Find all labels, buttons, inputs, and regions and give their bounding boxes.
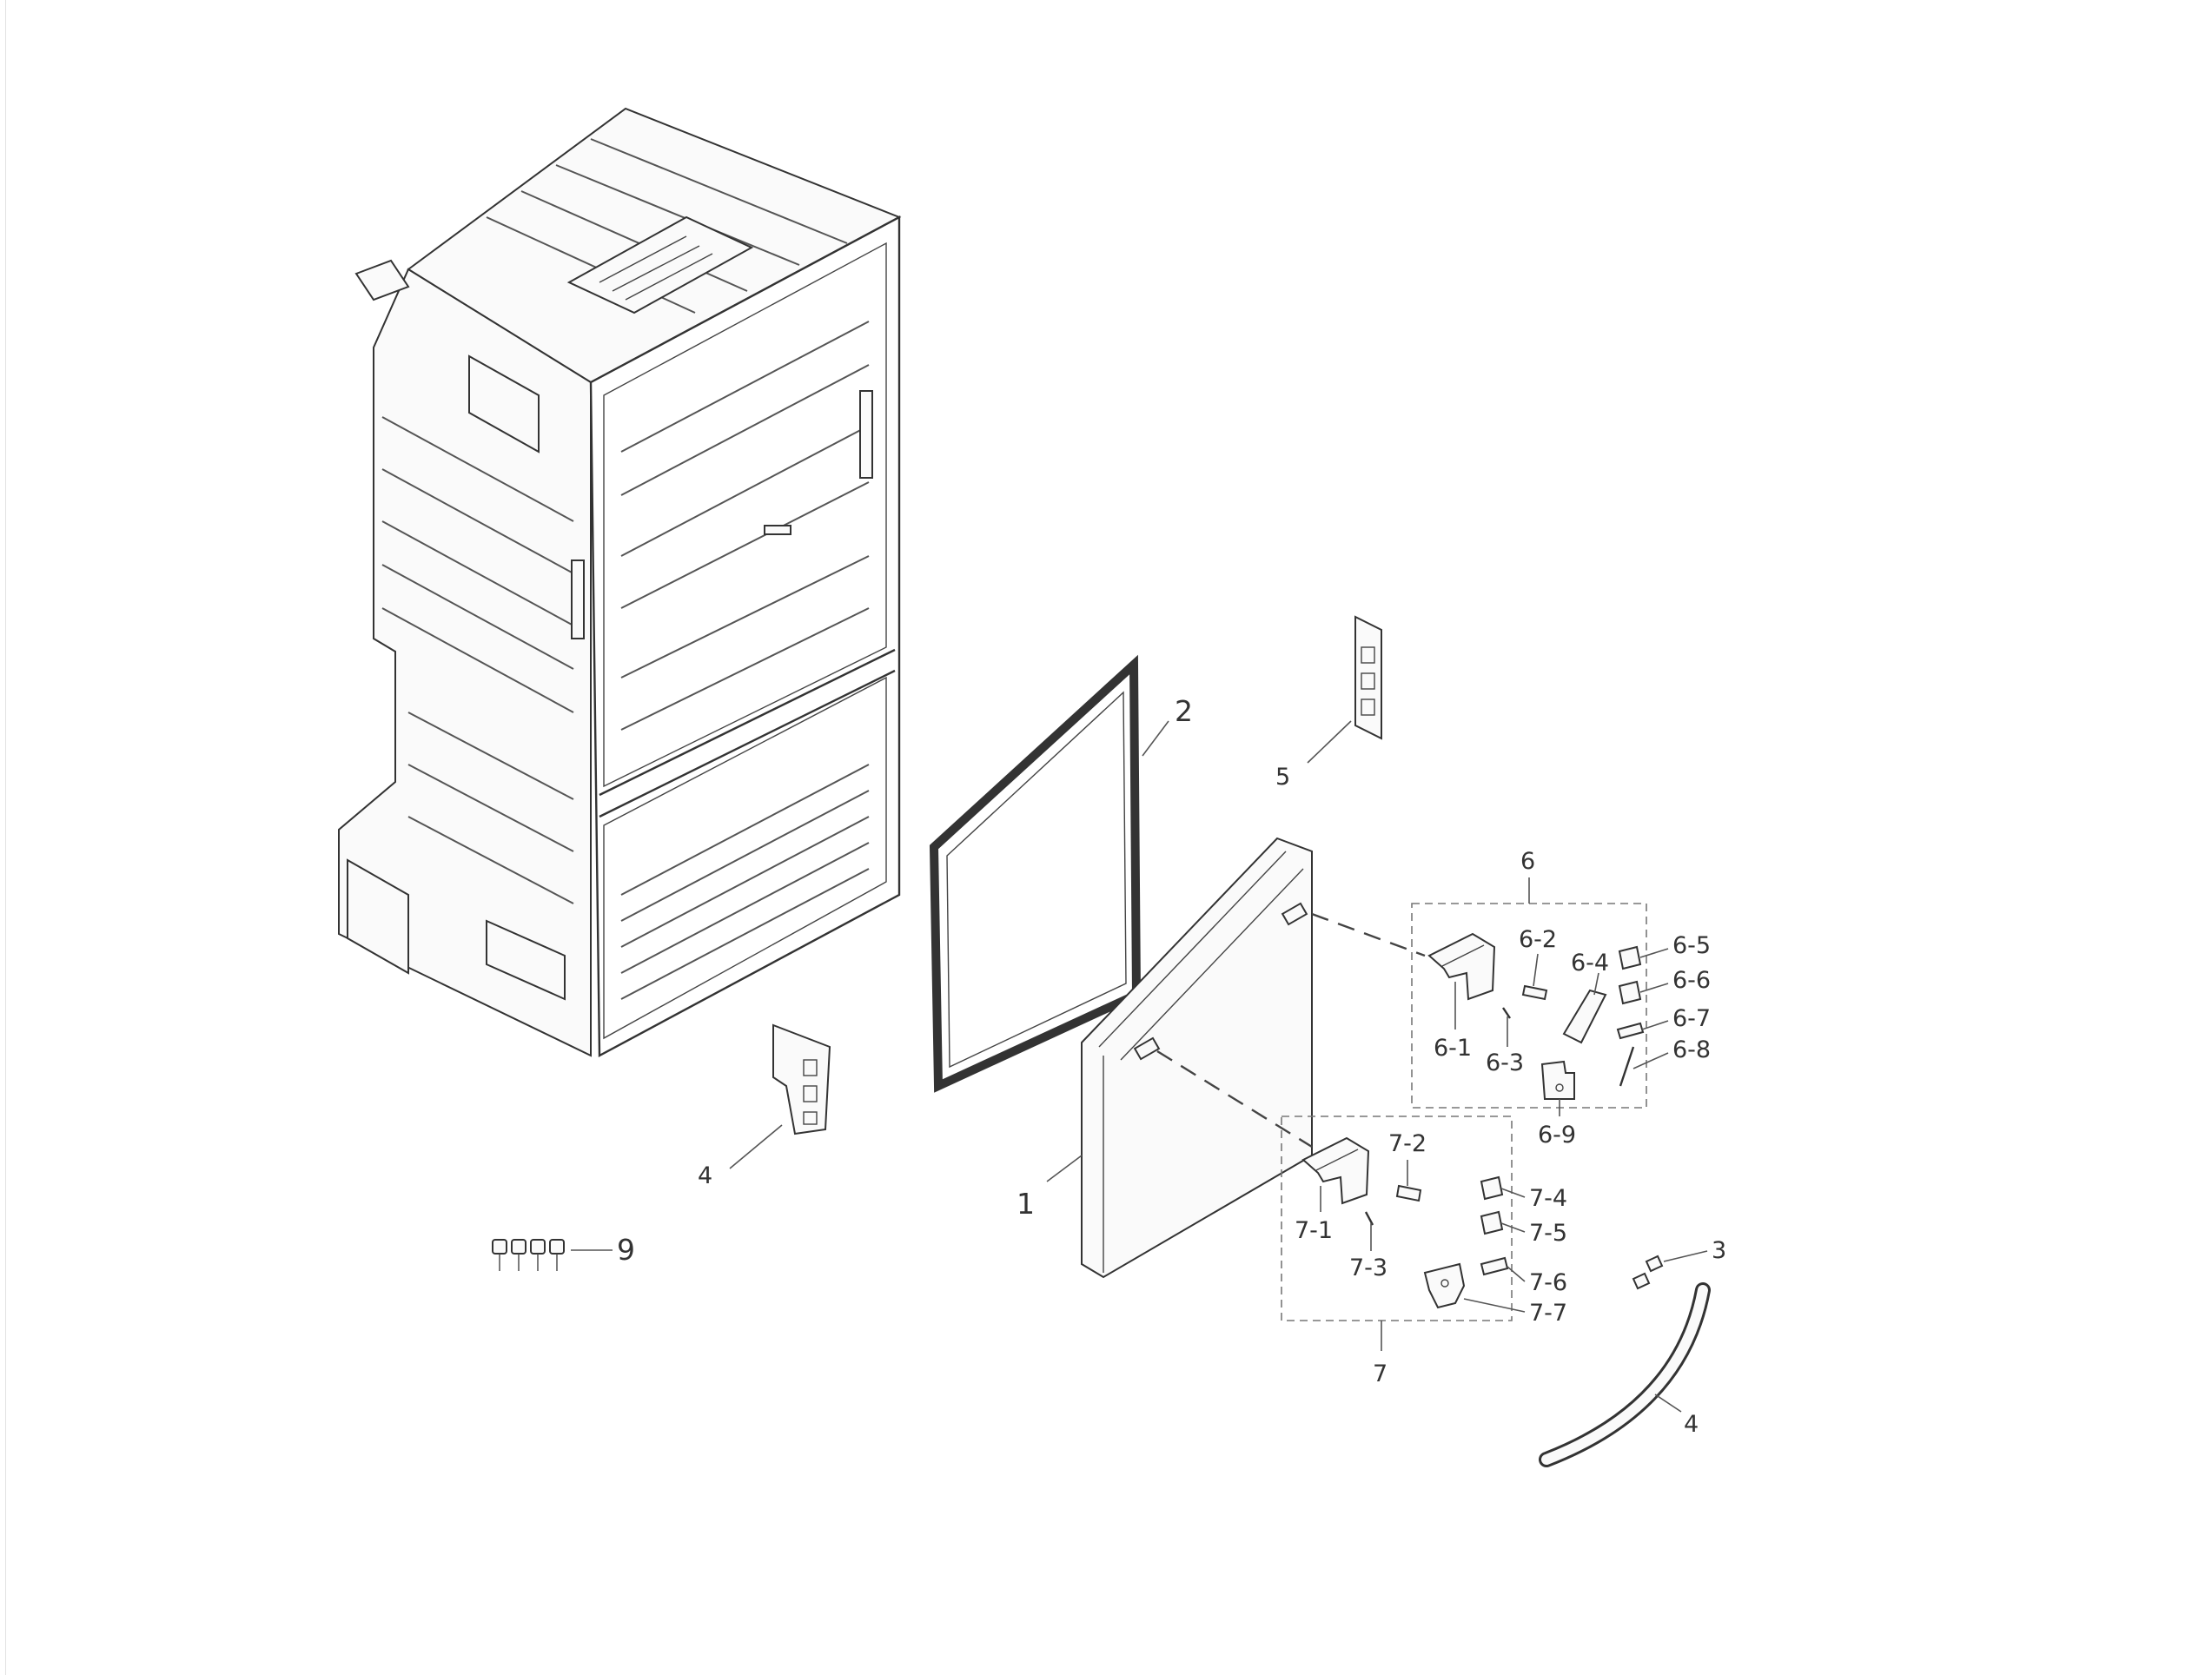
leader-line-7-7 <box>1463 1298 1526 1313</box>
refrigerator-cabinet <box>338 107 902 1057</box>
projection-line-to-6 <box>1311 912 1426 957</box>
callout-7-4: 7-4 <box>1529 1185 1567 1212</box>
callout-7: 7 <box>1373 1361 1387 1387</box>
callout-6-9: 6-9 <box>1538 1122 1576 1149</box>
callout-7-1: 7-1 <box>1295 1217 1333 1244</box>
leader-line-6-6 <box>1639 983 1669 993</box>
leader-line-3 <box>1663 1250 1708 1262</box>
callout-6-6: 6-6 <box>1672 967 1711 994</box>
leader-line-4-handle <box>1654 1394 1682 1413</box>
callout-1: 1 <box>1017 1187 1035 1221</box>
callout-5: 5 <box>1275 764 1290 791</box>
leader-line-6-5 <box>1639 948 1669 958</box>
leader-line-6-4 <box>1593 972 1599 996</box>
callout-7-3: 7-3 <box>1349 1255 1387 1281</box>
hinge-kit-group-7-box <box>1281 1116 1513 1321</box>
leader-line-7-5 <box>1500 1222 1526 1233</box>
door-handle-part-4 <box>1539 1282 1711 1467</box>
callout-4-handle: 4 <box>1684 1411 1699 1438</box>
callout-6-1: 6-1 <box>1434 1035 1472 1062</box>
projection-line-to-7 <box>1156 1049 1313 1149</box>
callout-6-4: 6-4 <box>1571 950 1609 977</box>
freezer-door-part-1 <box>1081 837 1313 1279</box>
part-7-3 <box>1364 1211 1374 1226</box>
bracket-part-4-left <box>772 1023 831 1135</box>
hinge-part-6-1 <box>1427 932 1496 1001</box>
callout-7-7: 7-7 <box>1529 1300 1567 1327</box>
screws-part-9 <box>492 1239 565 1271</box>
callout-7-6: 7-6 <box>1529 1269 1567 1296</box>
screws-part-3 <box>1632 1255 1664 1290</box>
callout-4-left: 4 <box>698 1162 712 1189</box>
leader-line-4-left <box>729 1124 783 1169</box>
callout-6-7: 6-7 <box>1672 1005 1711 1032</box>
part-7-2 <box>1395 1184 1422 1202</box>
hinge-part-7-1 <box>1301 1136 1370 1205</box>
callout-3: 3 <box>1712 1237 1726 1264</box>
part-7-6 <box>1480 1256 1509 1276</box>
part-6-2 <box>1521 984 1548 1001</box>
leader-line-6-2 <box>1533 953 1539 987</box>
callout-9: 9 <box>617 1233 635 1267</box>
leader-line-2 <box>1142 720 1169 757</box>
callout-6-2: 6-2 <box>1519 926 1557 953</box>
part-6-3 <box>1502 1007 1511 1019</box>
part-7-4 <box>1480 1175 1504 1201</box>
part-6-9 <box>1540 1060 1575 1100</box>
leader-line-7-6 <box>1507 1266 1526 1282</box>
callout-6: 6 <box>1520 848 1535 875</box>
part-7-7 <box>1423 1262 1466 1309</box>
leader-line-7-4 <box>1500 1188 1526 1198</box>
part-6-8 <box>1619 1046 1635 1087</box>
callout-7-5: 7-5 <box>1529 1220 1567 1247</box>
part-6-5 <box>1618 945 1642 970</box>
callout-7-2: 7-2 <box>1388 1130 1427 1157</box>
leader-line-6-8 <box>1633 1052 1669 1069</box>
part-6-7 <box>1616 1022 1645 1040</box>
callout-6-8: 6-8 <box>1672 1036 1711 1063</box>
part-6-6 <box>1618 980 1642 1005</box>
part-6-4 <box>1562 989 1607 1044</box>
callout-6-5: 6-5 <box>1672 932 1711 959</box>
leader-line-5 <box>1307 720 1352 764</box>
callout-6-3: 6-3 <box>1486 1049 1524 1076</box>
bracket-part-5 <box>1354 615 1382 740</box>
page-edge-line <box>5 0 6 1675</box>
part-7-5 <box>1480 1210 1504 1235</box>
leader-line-6-7 <box>1641 1020 1669 1030</box>
callout-2: 2 <box>1175 694 1193 728</box>
leader-line-1 <box>1046 1155 1083 1182</box>
